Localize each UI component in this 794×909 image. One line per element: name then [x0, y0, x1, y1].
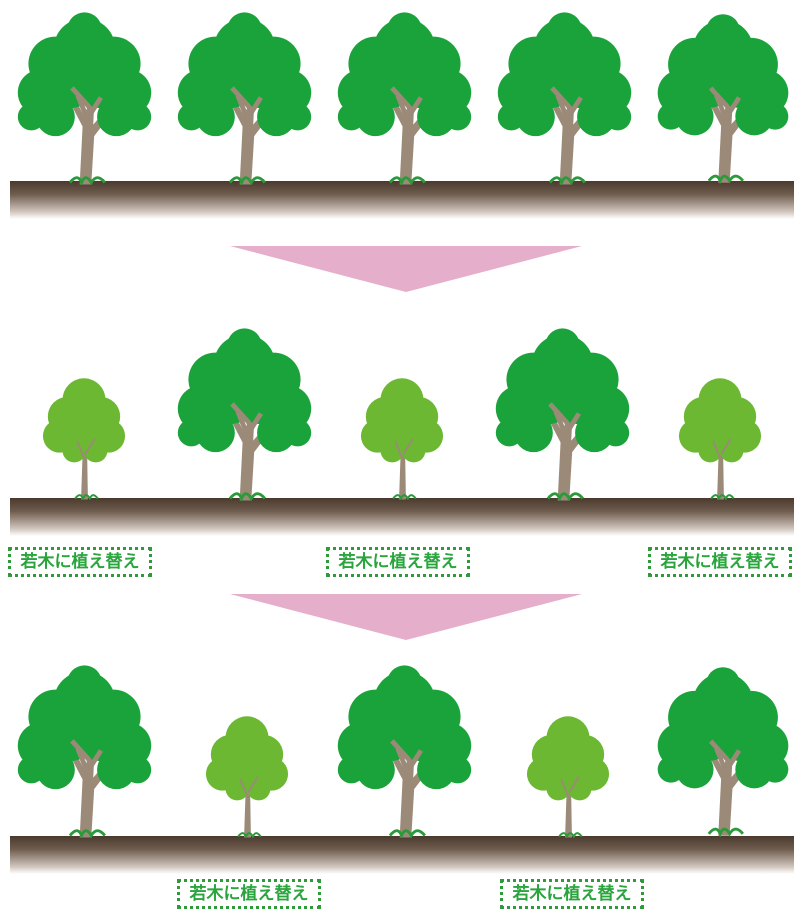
mature-tree-icon — [172, 326, 317, 501]
down-arrow-icon — [230, 246, 582, 292]
mature-tree-icon — [652, 663, 794, 838]
ground-strip — [10, 836, 794, 874]
young-sapling-icon — [358, 372, 446, 500]
ground-strip — [10, 498, 794, 536]
down-arrow-icon — [230, 594, 582, 640]
ground-strip — [10, 181, 794, 219]
young-sapling-icon — [676, 372, 764, 500]
young-sapling-icon — [524, 710, 612, 838]
young-sapling-icon — [40, 372, 128, 500]
young-sapling-icon — [203, 710, 291, 838]
replant-label: 若木に植え替え — [500, 879, 644, 909]
mature-tree-icon — [332, 663, 477, 838]
mature-tree-icon — [12, 663, 157, 838]
replant-label: 若木に植え替え — [648, 547, 792, 577]
replant-label: 若木に植え替え — [177, 879, 321, 909]
mature-tree-icon — [492, 10, 637, 185]
mature-tree-icon — [490, 326, 635, 501]
mature-tree-icon — [652, 10, 794, 185]
replant-label: 若木に植え替え — [326, 547, 470, 577]
mature-tree-icon — [12, 10, 157, 185]
mature-tree-icon — [332, 10, 477, 185]
replant-label: 若木に植え替え — [8, 547, 152, 577]
mature-tree-icon — [172, 10, 317, 185]
